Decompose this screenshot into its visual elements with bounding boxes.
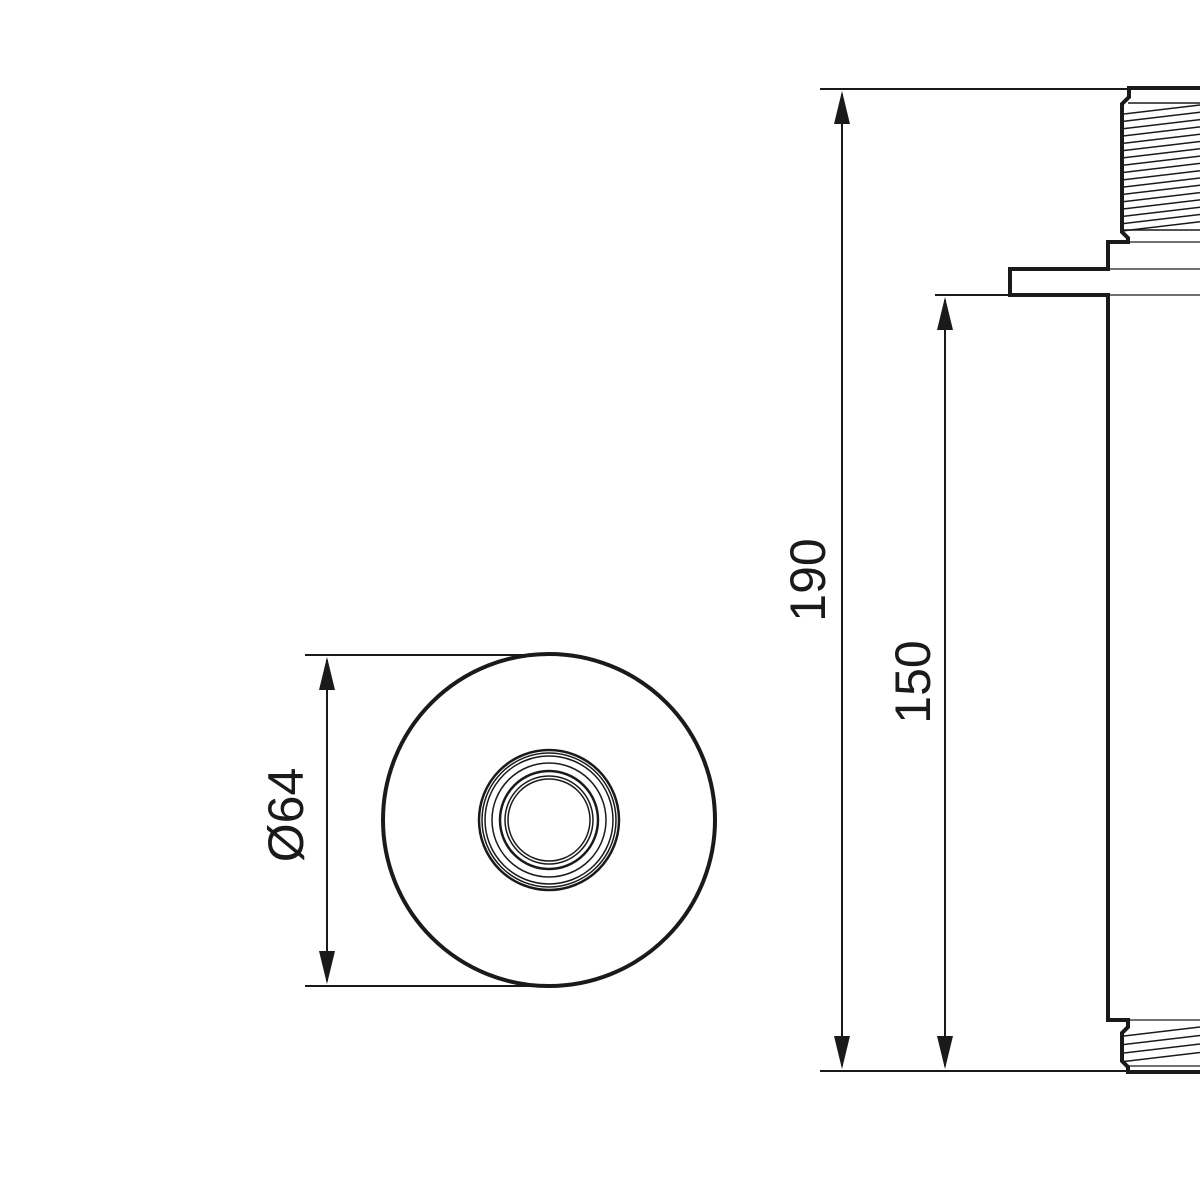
total-height-label: 190 <box>780 538 836 621</box>
arrowheads <box>319 91 953 1069</box>
thread-line <box>1123 184 1200 196</box>
side-profile <box>1008 86 1200 1074</box>
ring <box>484 755 614 885</box>
thread-line <box>1123 133 1200 144</box>
thread-line <box>1123 104 1200 115</box>
body-height-label: 150 <box>885 640 941 723</box>
thread-line <box>1123 126 1200 137</box>
thread-line <box>1123 1026 1200 1037</box>
top-view <box>381 652 717 988</box>
thread-line <box>1123 169 1200 181</box>
ring <box>504 775 594 865</box>
thread-line <box>1123 199 1200 210</box>
diameter-label: Ø64 <box>258 768 314 863</box>
outer-circle <box>381 652 717 988</box>
arrow-up-icon <box>834 91 850 124</box>
height-dimensions <box>820 88 1128 1072</box>
thread-line <box>1123 177 1200 188</box>
ring <box>507 778 591 862</box>
thread-lines <box>1123 102 1200 1063</box>
thread-line <box>1123 206 1200 217</box>
arrow-up-icon <box>319 657 335 690</box>
thread-line <box>1123 213 1200 225</box>
ring <box>481 752 617 888</box>
thread-line <box>1123 1043 1200 1054</box>
thread-line <box>1123 1034 1200 1046</box>
arrow-down-icon <box>834 1036 850 1069</box>
ring <box>477 748 621 892</box>
arrow-down-icon <box>937 1036 953 1069</box>
arrow-down-icon <box>319 951 335 984</box>
arrow-up-icon <box>937 297 953 330</box>
thread-line <box>1123 162 1200 174</box>
thread-line <box>1123 111 1200 123</box>
ring <box>491 762 607 878</box>
thread-line <box>1123 155 1200 166</box>
ring <box>498 769 600 871</box>
thread-line <box>1123 148 1200 159</box>
diameter-dimension <box>305 654 549 987</box>
thread-line <box>1123 118 1200 130</box>
thread-line <box>1123 1051 1200 1063</box>
thread-line <box>1123 140 1200 152</box>
thread-line <box>1123 191 1200 203</box>
